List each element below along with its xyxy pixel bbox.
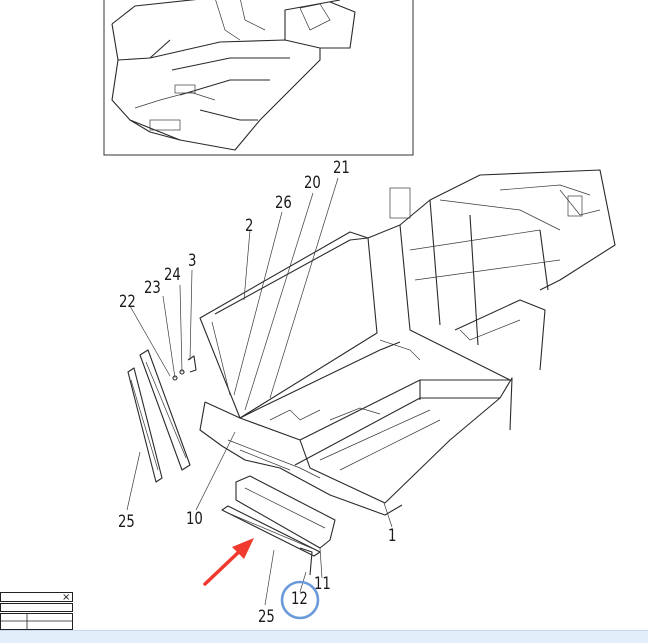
inset-view xyxy=(103,0,414,156)
part-label-23: 23 xyxy=(144,278,161,298)
main-assembly xyxy=(127,169,616,576)
part-label-26: 26 xyxy=(275,193,292,213)
part-label-25-bottom: 25 xyxy=(258,607,275,627)
part-label-1: 1 xyxy=(388,526,397,546)
bottom-bar xyxy=(0,630,648,643)
part-label-10: 10 xyxy=(186,509,203,529)
leader-lines xyxy=(126,177,393,606)
mini-window xyxy=(0,592,73,630)
part-label-12: 12 xyxy=(291,589,308,609)
part-label-22: 22 xyxy=(119,292,136,312)
part-label-25-left: 25 xyxy=(118,512,135,532)
close-icon[interactable]: × xyxy=(62,592,71,603)
part-label-2: 2 xyxy=(245,216,254,236)
part-label-24: 24 xyxy=(164,265,181,285)
red-arrow-icon xyxy=(203,538,254,586)
part-label-3: 3 xyxy=(188,251,197,271)
highlight-circle-icon xyxy=(280,580,320,620)
part-label-21: 21 xyxy=(333,158,350,178)
part-label-20: 20 xyxy=(304,173,321,193)
part-label-11: 11 xyxy=(314,574,331,594)
